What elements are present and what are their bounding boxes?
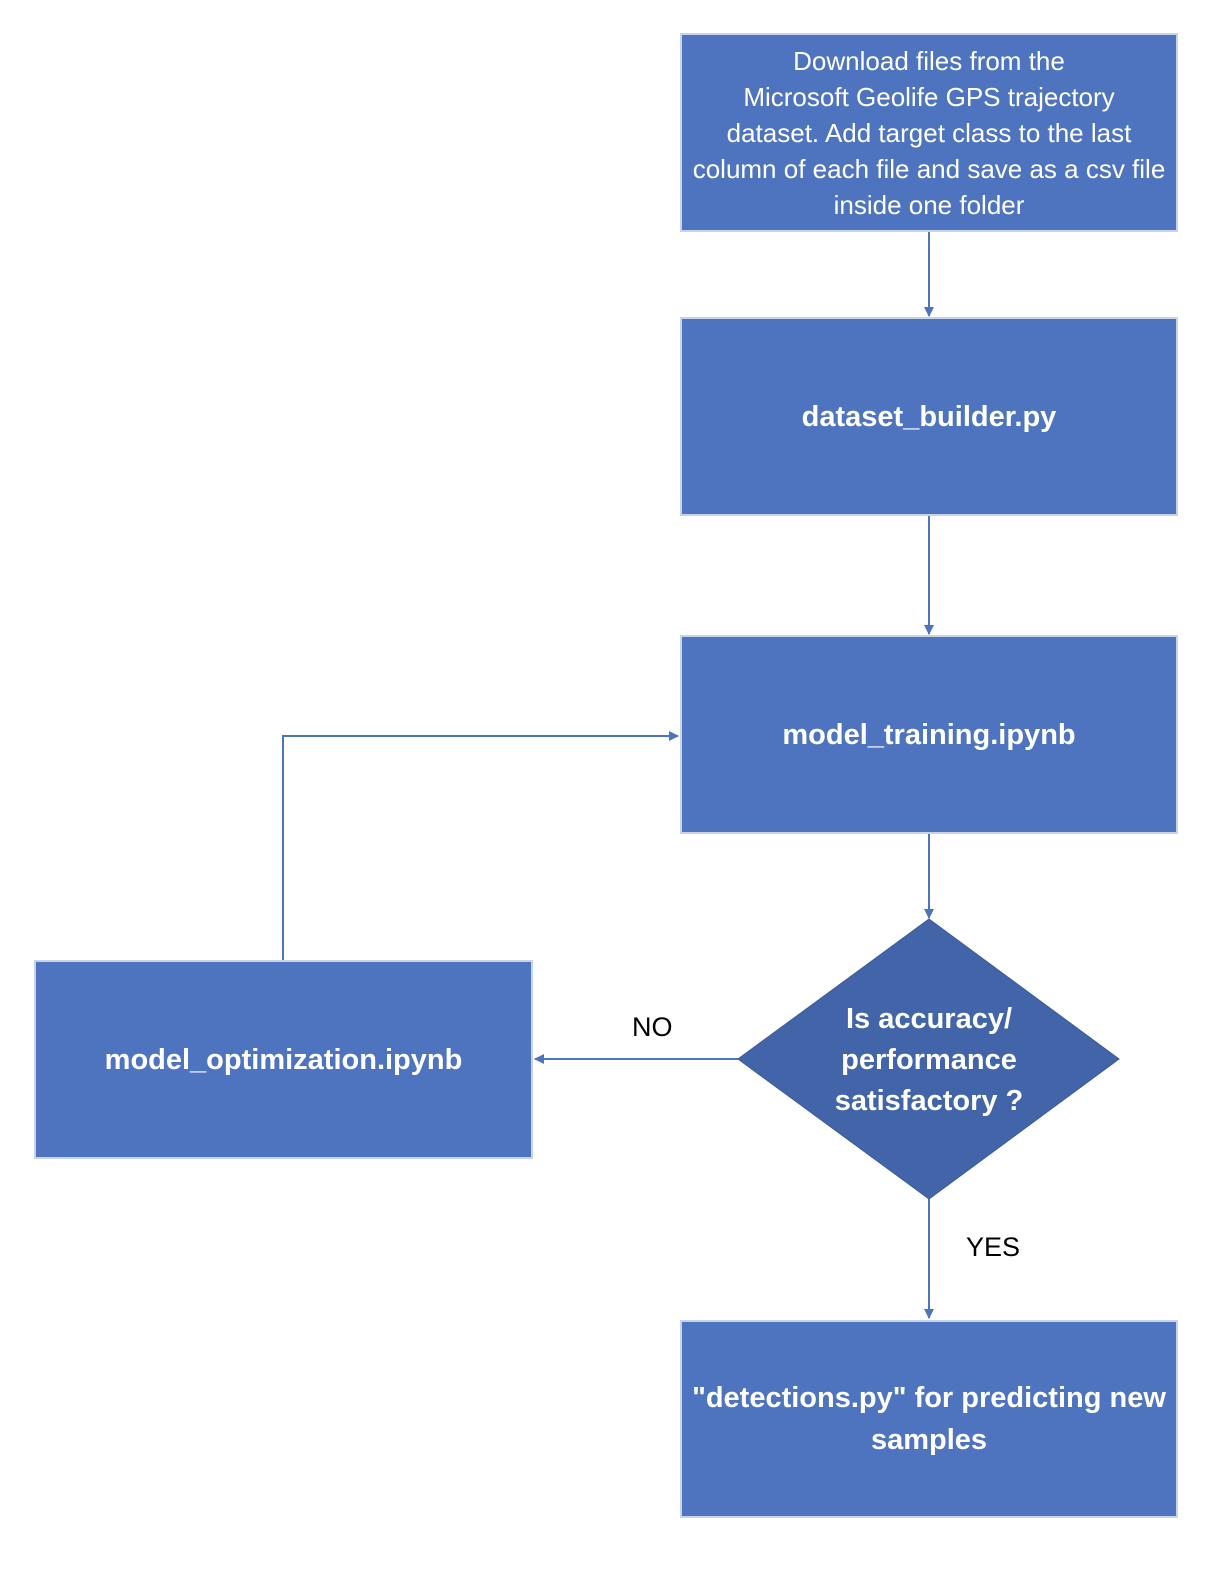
model-training-box: model_training.ipynb	[680, 635, 1178, 834]
model-training-text: model_training.ipynb	[782, 718, 1076, 751]
decision-diamond	[737, 918, 1120, 1200]
dataset-builder-box: dataset_builder.py	[680, 317, 1178, 516]
decision-text: Is accuracy/ performance satisfactory ?	[834, 1002, 1024, 1117]
detections-box: "detections.py" for predicting new sampl…	[680, 1320, 1178, 1518]
dataset-builder-text: dataset_builder.py	[801, 400, 1057, 433]
model-optimization-text: model_optimization.ipynb	[104, 1043, 463, 1076]
model-optimization-box: model_optimization.ipynb	[34, 960, 533, 1159]
no-edge-label: NO	[632, 1012, 673, 1042]
download-step-box: Download files from the Microsoft Geolif…	[680, 33, 1178, 232]
yes-edge-label: YES	[966, 1232, 1021, 1262]
download-step-text: Download files from the Microsoft Geolif…	[692, 45, 1166, 220]
arrow-optimization-to-training	[282, 731, 679, 960]
detections-text: "detections.py" for predicting new sampl…	[692, 1382, 1166, 1456]
